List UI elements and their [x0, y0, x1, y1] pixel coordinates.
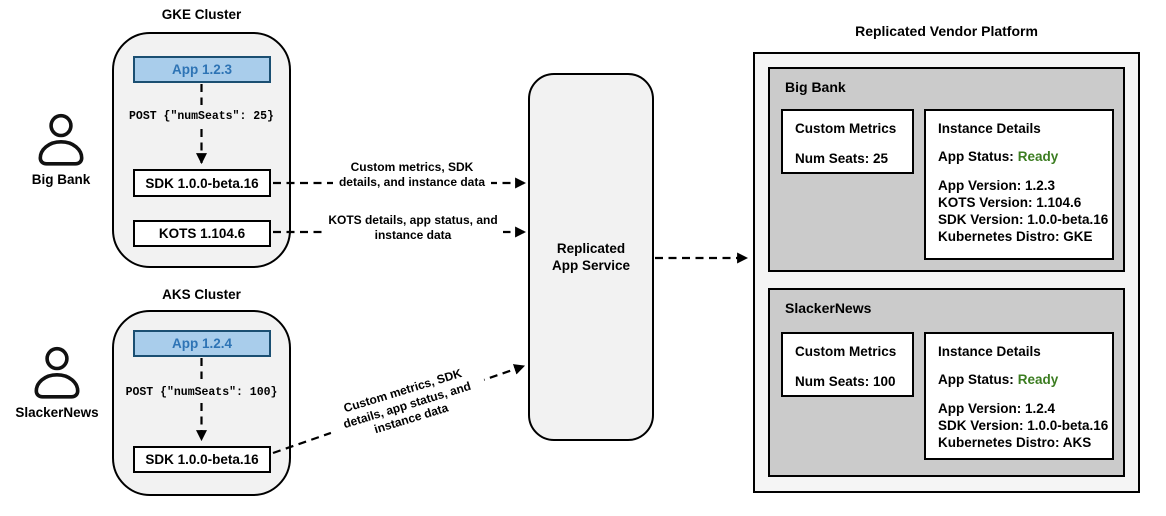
aks-cluster-title: AKS Cluster: [162, 287, 241, 302]
aks-sdk-node: SDK 1.0.0-beta.16: [133, 446, 271, 473]
app-version-field: App Version: 1.2.4: [938, 401, 1056, 416]
slackernews-user-label: SlackerNews: [15, 405, 99, 420]
flow-label-line: details, and instance data: [338, 174, 486, 189]
user-icon: [38, 113, 84, 166]
custom-metrics-title: Custom Metrics: [795, 344, 897, 359]
replicated-app-service-label: Replicated App Service: [552, 240, 630, 274]
sdk-version-field: SDK Version: 1.0.0-beta.16: [938, 418, 1109, 433]
instance-detail-fields: App Version: 1.2.3 KOTS Version: 1.104.6…: [938, 177, 1109, 245]
replicated-app-service-node: Replicated App Service: [528, 73, 654, 441]
app-version-field: App Version: 1.2.3: [938, 178, 1056, 193]
slackernews-instance-details-box: Instance Details App Status:Ready App Ve…: [924, 332, 1114, 460]
gke-cluster-title: GKE Cluster: [161, 7, 242, 22]
gke-app-node: App 1.2.3: [133, 56, 271, 83]
slackernews-panel-name: SlackerNews: [785, 300, 872, 316]
gke-kots-flow-label: KOTS details, app status, and instance d…: [323, 211, 503, 244]
service-label-line: App Service: [551, 258, 631, 273]
app-status-row: App Status:Ready: [938, 149, 1100, 164]
kubernetes-distro-field: Kubernetes Distro: AKS: [938, 435, 1092, 450]
app-status-value: Ready: [1017, 149, 1059, 164]
num-seats-value: Num Seats: 25: [795, 151, 889, 166]
aks-post-request: POST {"numSeats": 100}: [125, 386, 278, 399]
kots-version-field: KOTS Version: 1.104.6: [938, 195, 1082, 210]
custom-metrics-title: Custom Metrics: [795, 121, 897, 136]
service-label-line: Replicated: [556, 241, 626, 256]
gke-sdk-flow-label: Custom metrics, SDK details, and instanc…: [333, 158, 491, 191]
app-status-label: App Status:: [938, 149, 1014, 164]
kubernetes-distro-field: Kubernetes Distro: GKE: [938, 229, 1093, 244]
big-bank-user-label: Big Bank: [31, 172, 91, 187]
slackernews-panel: SlackerNews Custom Metrics Num Seats: 10…: [768, 288, 1125, 477]
flow-label-line: KOTS details, app status, and: [328, 213, 498, 227]
flow-label-line: Custom metrics, SDK: [350, 160, 474, 174]
user-icon: [34, 346, 80, 399]
gke-kots-node: KOTS 1.104.6: [133, 220, 271, 247]
app-status-label: App Status:: [938, 372, 1014, 387]
gke-post-request: POST {"numSeats": 25}: [129, 110, 274, 123]
big-bank-panel-name: Big Bank: [785, 79, 846, 95]
slackernews-user: SlackerNews: [0, 346, 114, 420]
num-seats-value: Num Seats: 100: [795, 374, 896, 389]
big-bank-custom-metrics-box: Custom Metrics Num Seats: 25: [781, 109, 914, 174]
flow-label-line: instance data: [374, 227, 452, 242]
instance-details-title: Instance Details: [938, 344, 1041, 359]
vendor-platform-title: Replicated Vendor Platform: [855, 23, 1038, 39]
gke-sdk-node: SDK 1.0.0-beta.16: [133, 169, 271, 197]
app-status-row: App Status:Ready: [938, 372, 1100, 387]
instance-detail-fields: App Version: 1.2.4 SDK Version: 1.0.0-be…: [938, 400, 1109, 451]
big-bank-panel: Big Bank Custom Metrics Num Seats: 25 In…: [768, 67, 1125, 272]
big-bank-user: Big Bank: [5, 113, 117, 187]
aks-app-node: App 1.2.4: [133, 330, 271, 357]
slackernews-custom-metrics-box: Custom Metrics Num Seats: 100: [781, 332, 914, 397]
big-bank-instance-details-box: Instance Details App Status:Ready App Ve…: [924, 109, 1114, 260]
instance-details-title: Instance Details: [938, 121, 1041, 136]
sdk-version-field: SDK Version: 1.0.0-beta.16: [938, 212, 1109, 227]
app-status-value: Ready: [1017, 372, 1059, 387]
